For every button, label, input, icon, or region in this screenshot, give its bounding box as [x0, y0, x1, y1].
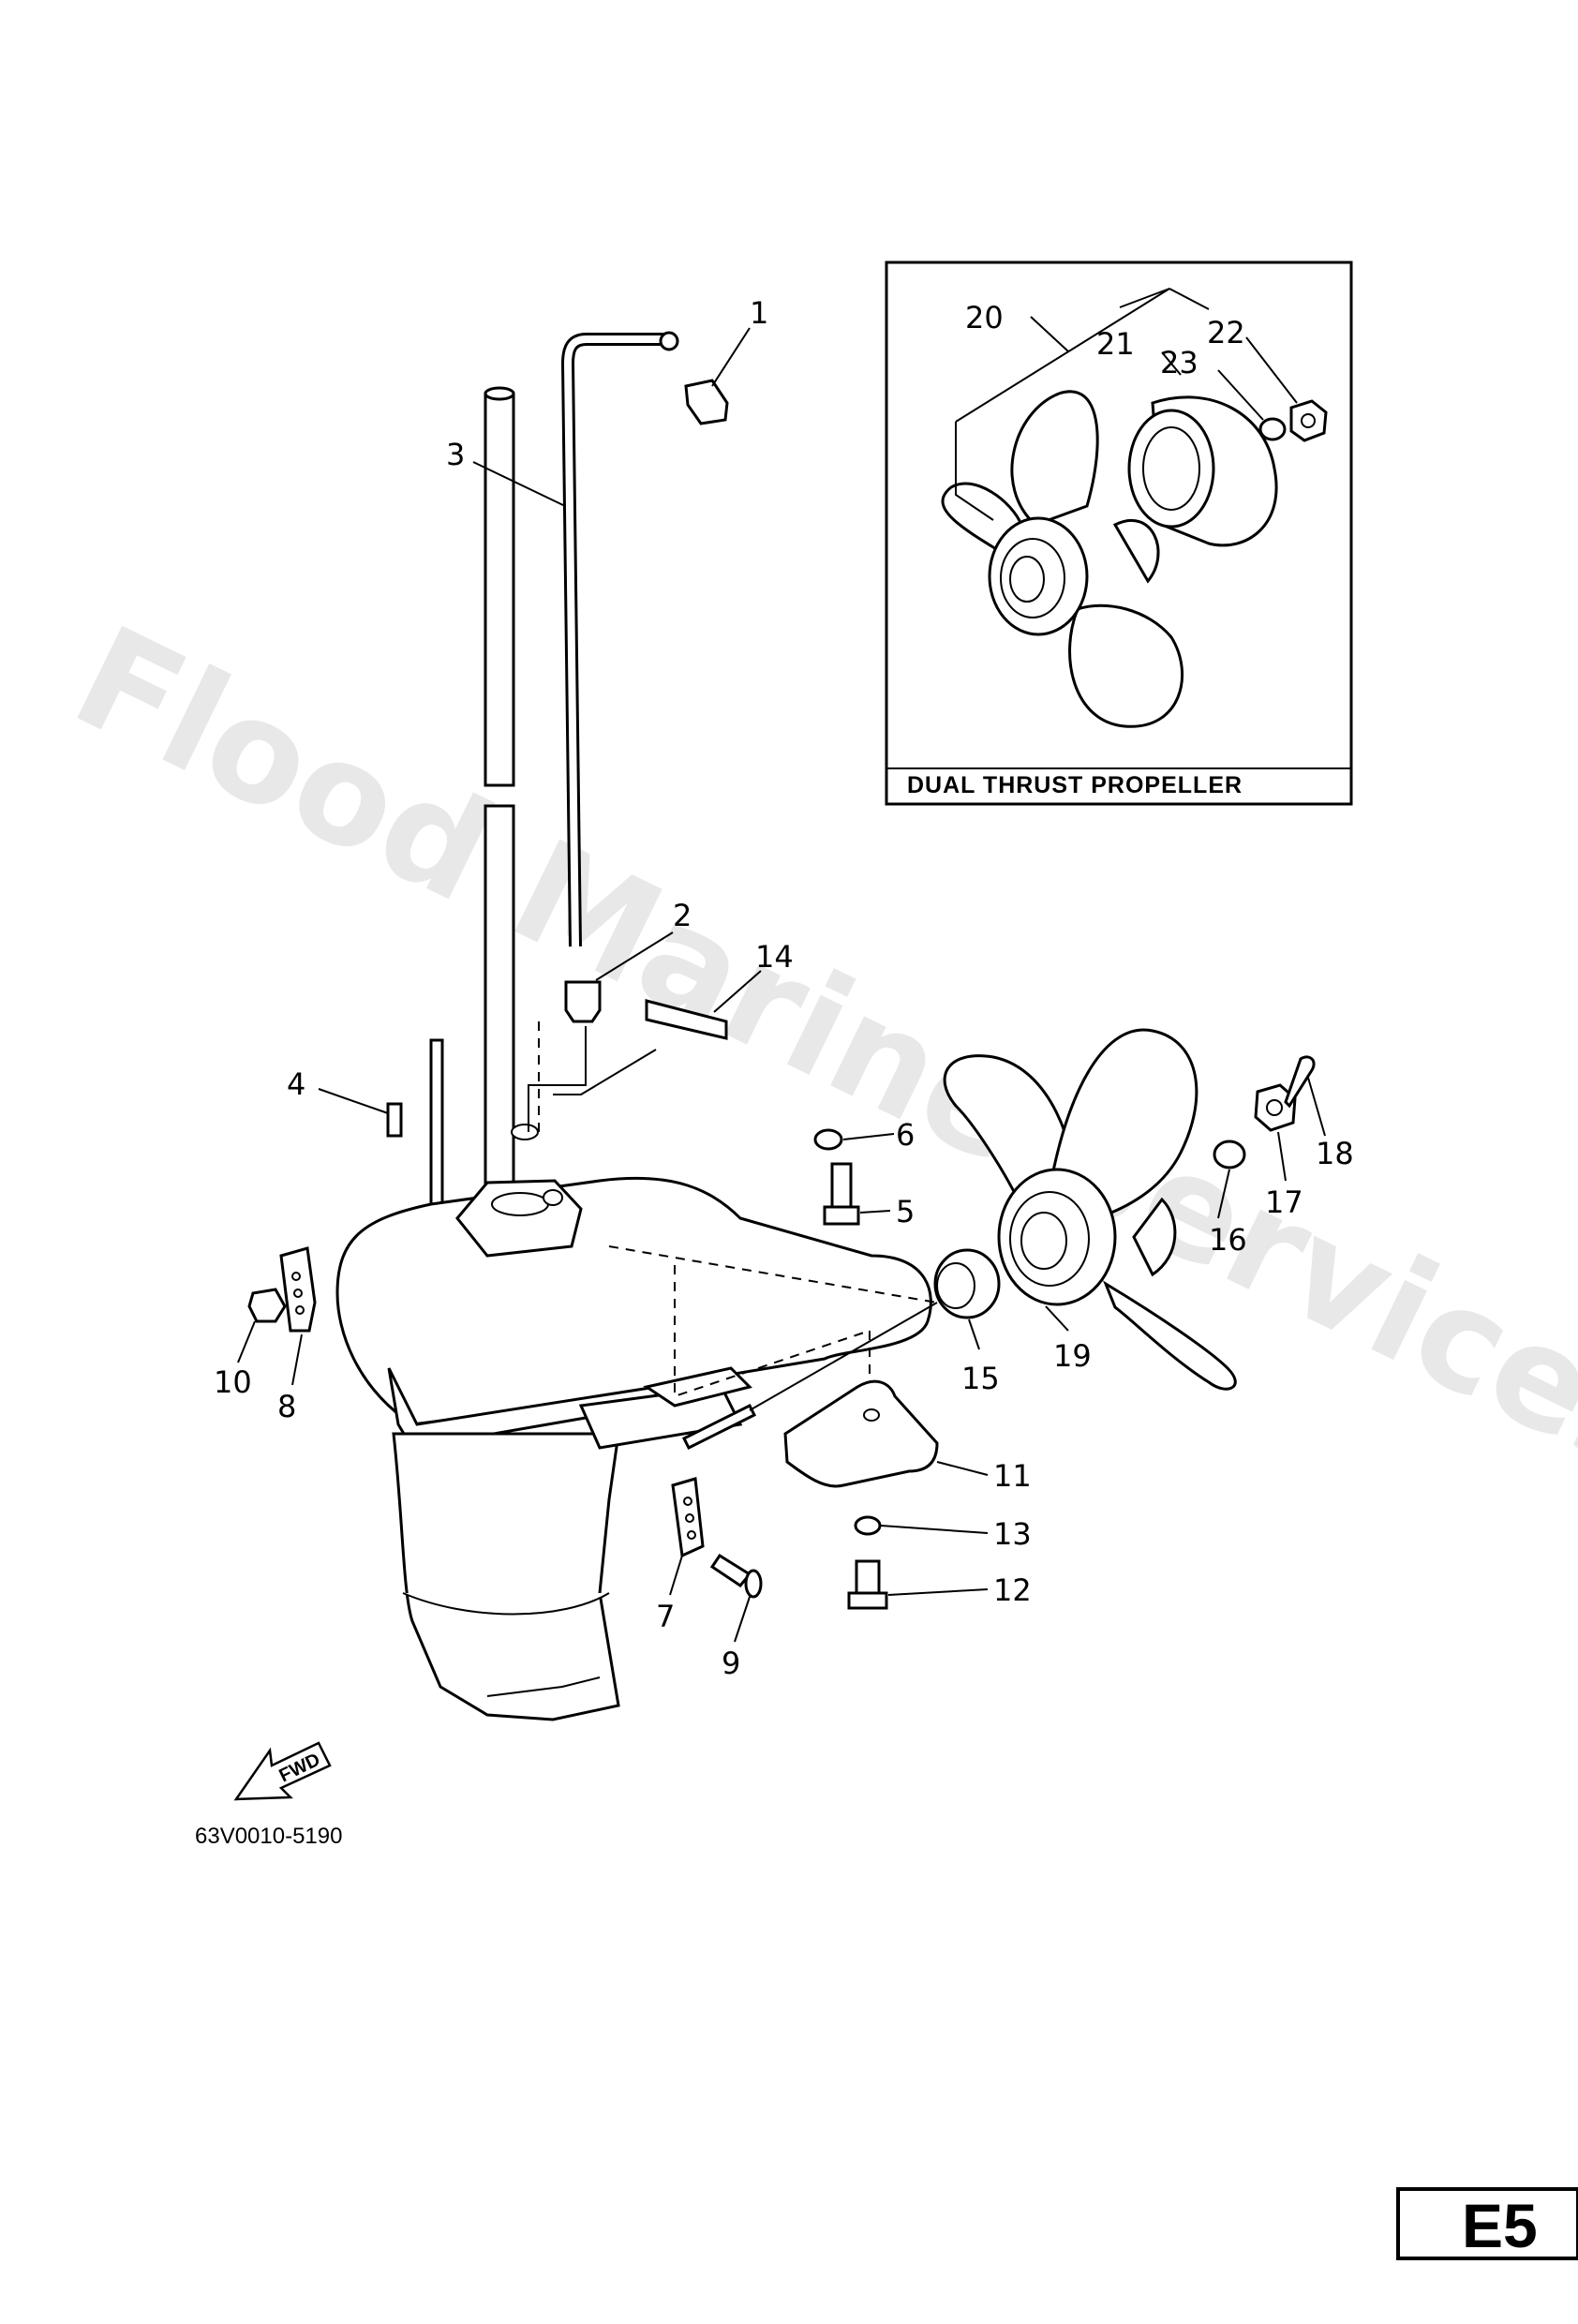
bolt-5: [823, 1162, 860, 1226]
inset-caption: DUAL THRUST PROPELLER: [907, 772, 1243, 798]
callout-23: 23: [1160, 345, 1198, 380]
callout-21: 21: [1096, 326, 1135, 362]
inset-dual-thrust-propeller: DUAL THRUST PROPELLER: [885, 261, 1353, 806]
washer-6: [813, 1128, 843, 1151]
callout-2: 2: [673, 898, 692, 933]
callout-19: 19: [1053, 1338, 1092, 1374]
callout-22: 22: [1207, 315, 1245, 350]
hidden-line-d: [608, 1245, 938, 1304]
washer-13: [854, 1515, 882, 1536]
page-id: E5: [1462, 2191, 1538, 2260]
callout-20: 20: [965, 300, 1004, 335]
callout-17: 17: [1265, 1184, 1303, 1220]
callout-14: 14: [755, 939, 794, 975]
callout-4: 4: [287, 1066, 305, 1102]
damper-14: [645, 999, 728, 1040]
drive-shaft: [484, 386, 515, 1246]
callout-10: 10: [214, 1364, 252, 1400]
inset-washer-23: [1258, 417, 1287, 441]
propeller-19: [943, 1028, 1237, 1391]
lower-casing: [335, 1124, 932, 1721]
diagram-code: 63V0010-5190: [195, 1824, 342, 1849]
callout-11: 11: [993, 1458, 1032, 1494]
nut-10: [247, 1288, 287, 1323]
callout-6: 6: [896, 1117, 915, 1153]
leader-damper-14: [553, 1049, 657, 1095]
callout-7: 7: [656, 1599, 675, 1634]
leader-lines: [237, 327, 1326, 1643]
callout-5: 5: [896, 1194, 915, 1229]
inset-propeller: [941, 390, 1184, 728]
water-tube-3: [560, 331, 679, 947]
callout-13: 13: [993, 1516, 1032, 1552]
propeller-shaft: [681, 1403, 757, 1451]
washer-16: [1213, 1140, 1246, 1169]
callout-18: 18: [1316, 1136, 1354, 1171]
trim-tab-11: [783, 1379, 939, 1488]
inset-thrust-hub: [1127, 395, 1278, 547]
callout-9: 9: [722, 1646, 740, 1681]
page-id-box: E5: [1396, 2187, 1578, 2260]
fwd-arrow-icon: FWD: [233, 1741, 332, 1801]
spacer-15: [933, 1248, 1001, 1319]
cotter-pin-18: [1284, 1055, 1316, 1109]
callout-8: 8: [277, 1389, 296, 1424]
callout-12: 12: [993, 1572, 1032, 1608]
callout-1: 1: [750, 295, 768, 331]
leader-seal-2: [528, 1026, 587, 1132]
tube-seal-2: [564, 980, 602, 1023]
dowel-pin-4: [386, 1102, 403, 1138]
callout-15: 15: [961, 1361, 1000, 1396]
screw-9: [709, 1553, 763, 1599]
callout-3: 3: [446, 437, 465, 472]
leader-spacer-shaft: [749, 1302, 938, 1411]
grommet-1: [684, 379, 729, 425]
callout-16: 16: [1209, 1222, 1247, 1258]
bolt-12: [847, 1559, 888, 1610]
